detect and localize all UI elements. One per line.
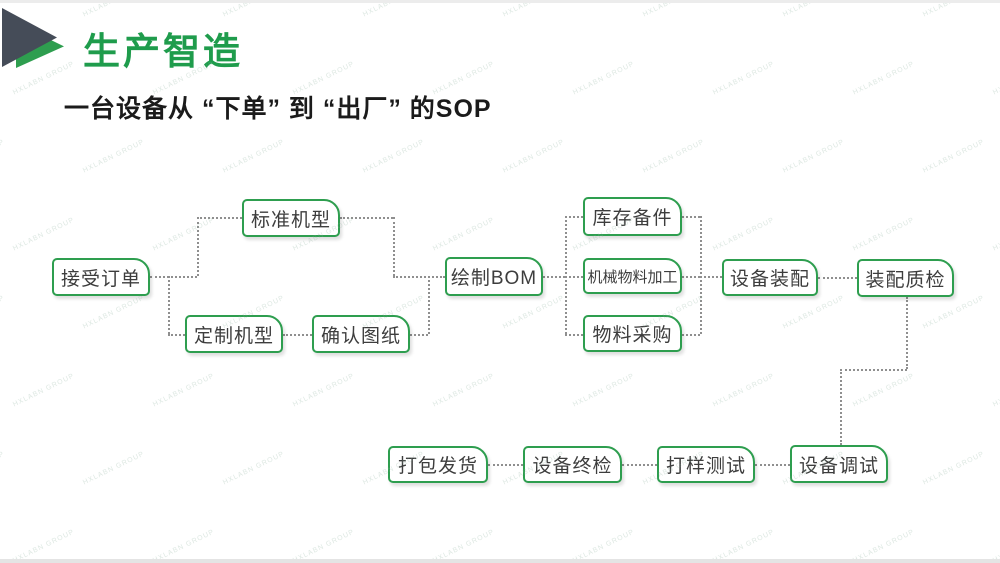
flow-connector bbox=[700, 216, 702, 334]
flow-connector bbox=[840, 369, 842, 445]
flow-node-accept-order: 接受订单 bbox=[52, 258, 150, 296]
flow-connector bbox=[622, 464, 657, 466]
flow-node-material-purchase: 物料采购 bbox=[583, 315, 682, 352]
flow-connector bbox=[428, 276, 430, 334]
flow-connector bbox=[410, 334, 428, 336]
flow-node-standard-model: 标准机型 bbox=[242, 199, 340, 237]
flow-connector bbox=[393, 276, 445, 278]
flow-connector bbox=[565, 334, 583, 336]
flow-connector bbox=[168, 276, 170, 334]
flow-node-packing-shipping: 打包发货 bbox=[388, 446, 488, 483]
flow-connector bbox=[565, 276, 583, 278]
flow-node-confirm-drawings: 确认图纸 bbox=[312, 315, 410, 353]
slide-subtitle: 一台设备从 “下单” 到 “出厂” 的SOP bbox=[64, 95, 492, 123]
flow-connector bbox=[700, 276, 722, 278]
flow-node-draw-bom: 绘制BOM bbox=[445, 257, 543, 296]
flow-node-final-inspection: 设备终检 bbox=[523, 446, 622, 483]
flow-connector bbox=[283, 334, 312, 336]
flow-connector bbox=[755, 464, 790, 466]
flow-connector bbox=[543, 276, 565, 278]
flow-node-equipment-assembly: 设备装配 bbox=[722, 259, 818, 296]
flow-connector bbox=[150, 276, 197, 278]
flow-node-assembly-qc: 装配质检 bbox=[857, 259, 954, 297]
flow-node-machining-materials: 机械物料加工 bbox=[583, 258, 682, 294]
flow-node-stock-spares: 库存备件 bbox=[583, 197, 682, 236]
flow-connector bbox=[197, 217, 199, 276]
flow-connector bbox=[565, 216, 567, 334]
flow-connector bbox=[818, 277, 857, 279]
flow-connector bbox=[197, 217, 242, 219]
flow-connector bbox=[906, 297, 908, 369]
flow-connector bbox=[682, 216, 700, 218]
flow-node-sample-testing: 打样测试 bbox=[657, 446, 755, 483]
page-title: 生产智造 bbox=[83, 31, 243, 72]
flow-connector bbox=[682, 334, 700, 336]
flow-connector bbox=[488, 464, 523, 466]
flowchart: 接受订单 标准机型定制机型确认图纸绘制BOM 库存备件机械物料加工物料采购 设备装配 装… bbox=[0, 3, 1000, 559]
flow-connector bbox=[168, 334, 185, 336]
flow-connector bbox=[682, 276, 700, 278]
flow-node-equipment-debugging: 设备调试 bbox=[790, 445, 888, 483]
flow-connector bbox=[340, 217, 393, 219]
flow-connector bbox=[565, 216, 583, 218]
flow-connector bbox=[393, 217, 395, 276]
flow-connector bbox=[840, 369, 907, 371]
flow-node-custom-model: 定制机型 bbox=[185, 315, 283, 353]
